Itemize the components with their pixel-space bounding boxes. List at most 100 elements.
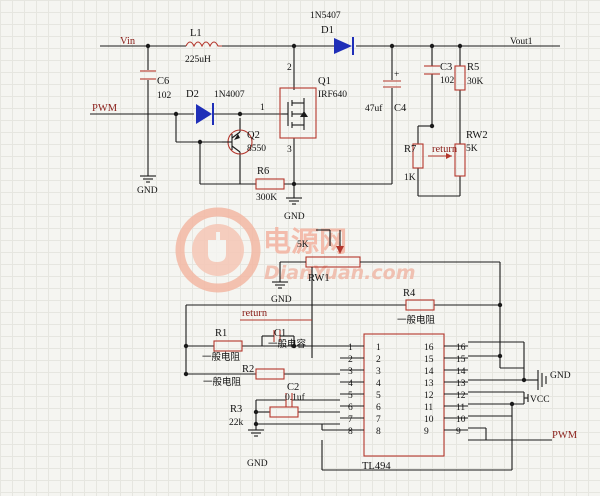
L1-ref: L1: [190, 28, 202, 39]
ic-pin-16: 16: [424, 343, 434, 353]
L1-value: 225uH: [185, 55, 211, 65]
D2-ref: D2: [186, 89, 199, 100]
RW2-ref: RW2: [466, 130, 488, 141]
left-network: R1 一般电阻 C1 一般电容 R2 一般电阻: [183, 305, 340, 388]
Q2-ref: Q2: [247, 130, 260, 141]
ic-ext-pin-6: 6: [348, 403, 353, 413]
resistor-R6: R6 300K: [255, 166, 285, 203]
net-vcc: VCC: [530, 395, 550, 405]
ic-ext-pin-3: 3: [348, 367, 353, 377]
gnd-label-1: GND: [137, 186, 158, 196]
net-pwm-bottom: PWM: [552, 430, 578, 441]
gnd-label-4: GND: [247, 459, 268, 469]
C3-value: 102: [440, 76, 455, 86]
R6-value: 300K: [256, 193, 277, 203]
ic-ext-pin-11: 11: [456, 403, 465, 413]
net-vout: Vout1: [510, 37, 533, 47]
net-pwm-top: PWM: [92, 103, 118, 114]
ic-ext-pin-4: 4: [348, 379, 353, 389]
R1-ref: R1: [215, 328, 227, 339]
C1-value: 一般电容: [268, 338, 307, 350]
top-wires: [90, 45, 560, 198]
R2-ref: R2: [242, 364, 254, 375]
ic-pin-4: 4: [376, 379, 381, 389]
potentiometer-RW2: RW2 5K return: [432, 130, 488, 177]
R6-ref: R6: [257, 166, 269, 177]
C2-value: 0.1uf: [285, 392, 306, 403]
R2-value: 一般电阻: [203, 376, 242, 388]
ic-ext-pin-5: 5: [348, 391, 353, 401]
ic-pin-11: 11: [424, 403, 433, 413]
ic-ext-pin-12: 12: [456, 391, 466, 401]
inductor-L1: L1 225uH: [185, 28, 222, 65]
capacitor-C4: + 47uf C4: [365, 70, 407, 114]
Q1-pin-drain: 2: [287, 63, 292, 73]
ic-pin-2: 2: [376, 355, 381, 365]
ic-ext-pin-1: 1: [348, 343, 353, 353]
gnd-label-5: GND: [550, 371, 571, 381]
ic-ext-pin-15: 15: [456, 355, 466, 365]
ground-C6: GND: [137, 175, 158, 196]
ic-pin-3: 3: [376, 367, 381, 377]
plug-icon: [208, 232, 226, 262]
ic-ext-pin-8: 8: [348, 427, 353, 437]
ic-ext-pin-7: 7: [348, 415, 353, 425]
watermark-logo-ring: [175, 207, 261, 293]
gnd-label-2: GND: [284, 212, 305, 222]
ic-pin-12: 12: [424, 391, 434, 401]
RW2-value: 5K: [466, 144, 478, 154]
resistor-R5: R5 30K: [454, 62, 484, 91]
Q1-ref: Q1: [318, 76, 331, 87]
ic-pin-13: 13: [424, 379, 434, 389]
timing-network: C2 0.1uf R3 22k GND: [229, 382, 340, 469]
ic-ext-pin-16: 16: [456, 343, 466, 353]
C4-plus: +: [394, 70, 399, 80]
R5-value: 30K: [467, 77, 484, 87]
ic-name: TL494: [362, 461, 391, 472]
net-return-bottom: return: [242, 308, 268, 319]
R4-value: 一般电阻: [397, 314, 436, 326]
resistor-R7: R7 1K: [404, 143, 424, 183]
ic-pin-8: 8: [376, 427, 381, 437]
watermark: 电源网 DianYuan.com: [175, 207, 416, 293]
Q2-value: 8550: [247, 144, 266, 154]
ic-ext-pin-14: 14: [456, 367, 466, 377]
R4-ref: R4: [403, 288, 416, 299]
diode-D2: D2 1N4007: [186, 89, 245, 125]
C4-ref: C4: [394, 103, 407, 114]
D1-value: 1N5407: [310, 11, 341, 21]
watermark-cn: 电源网: [263, 225, 347, 258]
ic-pin-9: 9: [424, 427, 429, 437]
D1-ref: D1: [321, 25, 334, 36]
ic-pin-5: 5: [376, 391, 381, 401]
diode-D1: 1N5407 D1: [310, 11, 354, 55]
R7-value: 1K: [404, 173, 416, 183]
ic-pin-14: 14: [424, 367, 434, 377]
ic-pin-7: 7: [376, 415, 381, 425]
watermark-en: DianYuan.com: [264, 262, 416, 284]
Q1-pin-gate: 1: [260, 103, 265, 113]
Q1-value: IRF640: [318, 90, 347, 100]
net-vin: Vin: [120, 36, 136, 47]
junctions-top: [145, 43, 463, 187]
R1-value: 一般电阻: [202, 351, 241, 363]
R5-ref: R5: [467, 62, 479, 73]
RW1-ref: RW1: [308, 273, 330, 284]
R3-value: 22k: [229, 418, 244, 428]
capacitor-C6: C6 102: [140, 70, 172, 101]
ground-RW1: GND: [271, 281, 292, 305]
C4-value: 47uf: [365, 103, 383, 114]
capacitor-C3: C3 102: [424, 62, 455, 86]
ic-ext-pin-9: 9: [456, 427, 461, 437]
ic-ext-pin-2: 2: [348, 355, 353, 365]
ic-ext-pin-10: 10: [456, 415, 466, 425]
right-network: GND VCC PWM: [321, 341, 578, 471]
gnd-label-3: GND: [271, 295, 292, 305]
D2-value: 1N4007: [214, 90, 245, 100]
R3-ref: R3: [230, 404, 242, 415]
